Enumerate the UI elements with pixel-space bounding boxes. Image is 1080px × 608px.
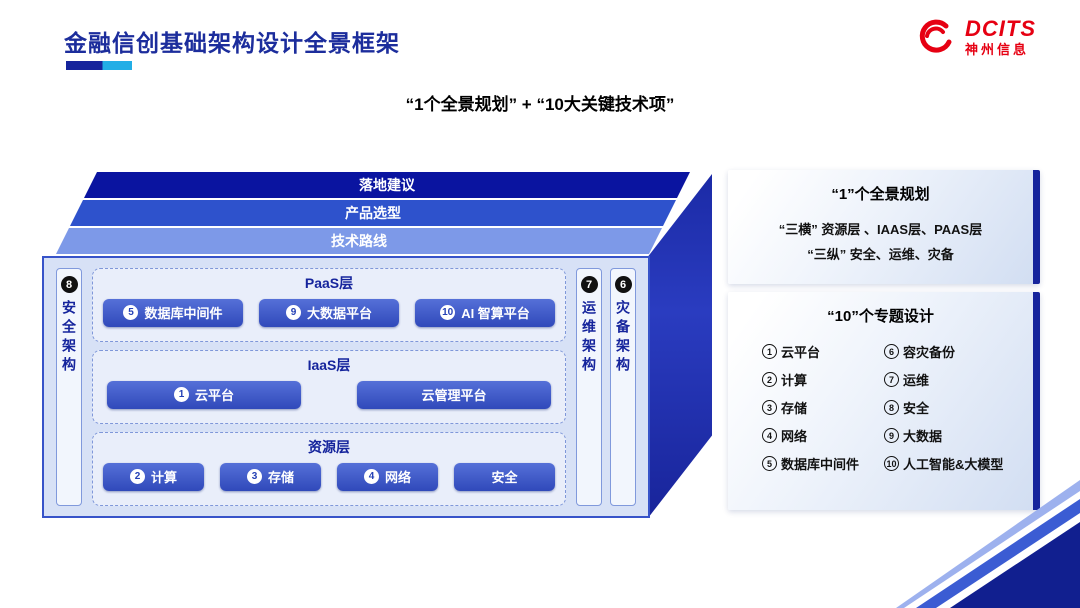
node-label: 云平台	[194, 388, 234, 403]
layer-paas-title: PaaS层	[304, 275, 354, 291]
node-label: AI 智算平台	[461, 306, 530, 321]
topic-number: 6	[884, 344, 899, 359]
topic-number: 8	[884, 400, 899, 415]
topic-label: 网络	[781, 429, 808, 444]
topic-label: 安全	[903, 401, 930, 416]
node-number: 5	[123, 305, 139, 320]
band-product-selection: 产品选型	[70, 200, 676, 226]
topic-number: 3	[762, 400, 777, 415]
node-bigdata-platform: 9 大数据平台	[259, 298, 399, 327]
strip-label: 灾备架构	[615, 300, 631, 376]
brand-company: 神州信息	[965, 42, 1030, 58]
topic-item-compute: 2 计算	[762, 370, 884, 389]
topic-label: 计算	[781, 373, 808, 388]
strip-security-architecture: 8 安全架构	[56, 268, 82, 506]
brand-logo: DCITS 神州信息	[913, 14, 1036, 60]
panel-plan: “1”个全景规划 “三横” 资源层 、IAAS层、PAAS层 “三纵” 安全、运…	[728, 170, 1040, 284]
node-compute: 2 计算	[103, 462, 204, 491]
topic-item-cloud: 1 云平台	[762, 342, 884, 361]
topic-number: 9	[884, 428, 899, 443]
layer-resource-title: 资源层	[308, 439, 350, 455]
node-database-middleware: 5 数据库中间件	[103, 298, 243, 327]
topic-number: 1	[762, 344, 777, 359]
layer-iaas-title: IaaS层	[307, 357, 351, 373]
topic-item-network: 4 网络	[762, 426, 884, 445]
topic-item-storage: 3 存储	[762, 398, 884, 417]
corner-decoration-stripes	[896, 480, 1080, 608]
node-label: 安全	[491, 470, 518, 485]
band-landing-advice: 落地建议	[84, 172, 690, 198]
layer-stack: PaaS层 5 数据库中间件 9 大数据平台 10 AI 智算平台 IaaS层	[92, 268, 566, 506]
topic-item-db-middleware: 5 数据库中间件	[762, 454, 884, 473]
node-number: 10	[440, 305, 456, 320]
panel-topics: “10”个专题设计 1 云平台 2 计算 3 存储 4 网络 5 数据库中间件	[728, 292, 1040, 510]
band-tech-route: 技术路线	[56, 228, 662, 254]
topic-label: 运维	[903, 373, 930, 388]
topic-item-ops: 7 运维	[884, 370, 1003, 389]
node-number: 2	[129, 469, 145, 484]
slide-subtitle: “1个全景规划” + “10大关键技术项”	[405, 95, 675, 114]
topic-number: 7	[884, 372, 899, 387]
topic-item-disaster-backup: 6 容灾备份	[884, 342, 1003, 361]
architecture-panel: 8 安全架构 PaaS层 5 数据库中间件 9 大数据平台 10 AI 智算平台	[42, 256, 650, 518]
topic-label: 人工智能&大模型	[903, 457, 1004, 472]
topic-label: 云平台	[781, 345, 821, 360]
node-label: 存储	[267, 470, 294, 485]
topic-label: 容灾备份	[903, 345, 956, 360]
title-accent-bar	[66, 61, 132, 70]
node-number: 3	[246, 469, 262, 484]
node-number: 1	[173, 387, 189, 402]
topic-item-ai-llm: 10 人工智能&大模型	[884, 454, 1003, 473]
panel-topics-title: “10”个专题设计	[827, 308, 934, 325]
layer-resource: 资源层 2 计算 3 存储 4 网络 安全	[92, 432, 566, 506]
strip-label: 运维架构	[581, 300, 597, 376]
node-label: 云管理平台	[421, 388, 487, 403]
dcits-swirl-icon	[919, 19, 952, 53]
topic-label: 存储	[781, 401, 808, 416]
node-label: 计算	[150, 470, 177, 485]
panel-plan-title: “1”个全景规划	[831, 186, 930, 203]
node-network: 4 网络	[337, 462, 438, 491]
layer-iaas: IaaS层 1 云平台 云管理平台	[92, 350, 566, 424]
plan-line-vertical: “三纵” 安全、运维、灾备	[807, 247, 954, 262]
strip-number: 6	[614, 276, 632, 293]
topic-label: 数据库中间件	[781, 457, 860, 472]
node-label: 大数据平台	[306, 306, 372, 321]
strip-label: 安全架构	[61, 300, 77, 376]
strip-number: 8	[60, 276, 78, 293]
topic-label: 大数据	[903, 429, 943, 444]
strip-ops-architecture: 7 运维架构	[576, 268, 602, 506]
brand-name: DCITS	[965, 16, 1036, 42]
layer-paas: PaaS层 5 数据库中间件 9 大数据平台 10 AI 智算平台	[92, 268, 566, 342]
topic-item-bigdata: 9 大数据	[884, 426, 1003, 445]
strip-dr-architecture: 6 灾备架构	[610, 268, 636, 506]
page-title: 金融信创基础架构设计全景框架	[64, 30, 400, 56]
node-label: 网络	[384, 470, 411, 485]
node-storage: 3 存储	[220, 462, 321, 491]
topic-number: 5	[762, 456, 777, 471]
topic-item-security: 8 安全	[884, 398, 1003, 417]
strip-number: 7	[580, 276, 598, 293]
node-label: 数据库中间件	[144, 306, 223, 321]
node-cloud-platform: 1 云平台	[107, 380, 301, 409]
node-number: 4	[363, 469, 379, 484]
topic-number: 2	[762, 372, 777, 387]
node-security: 安全	[454, 462, 555, 491]
node-number: 9	[285, 305, 301, 320]
node-cloud-mgmt-platform: 云管理平台	[357, 380, 551, 409]
topic-number: 10	[884, 456, 899, 471]
plan-line-horizontal: “三横” 资源层 、IAAS层、PAAS层	[778, 222, 983, 237]
node-ai-platform: 10 AI 智算平台	[415, 298, 555, 327]
topic-number: 4	[762, 428, 777, 443]
